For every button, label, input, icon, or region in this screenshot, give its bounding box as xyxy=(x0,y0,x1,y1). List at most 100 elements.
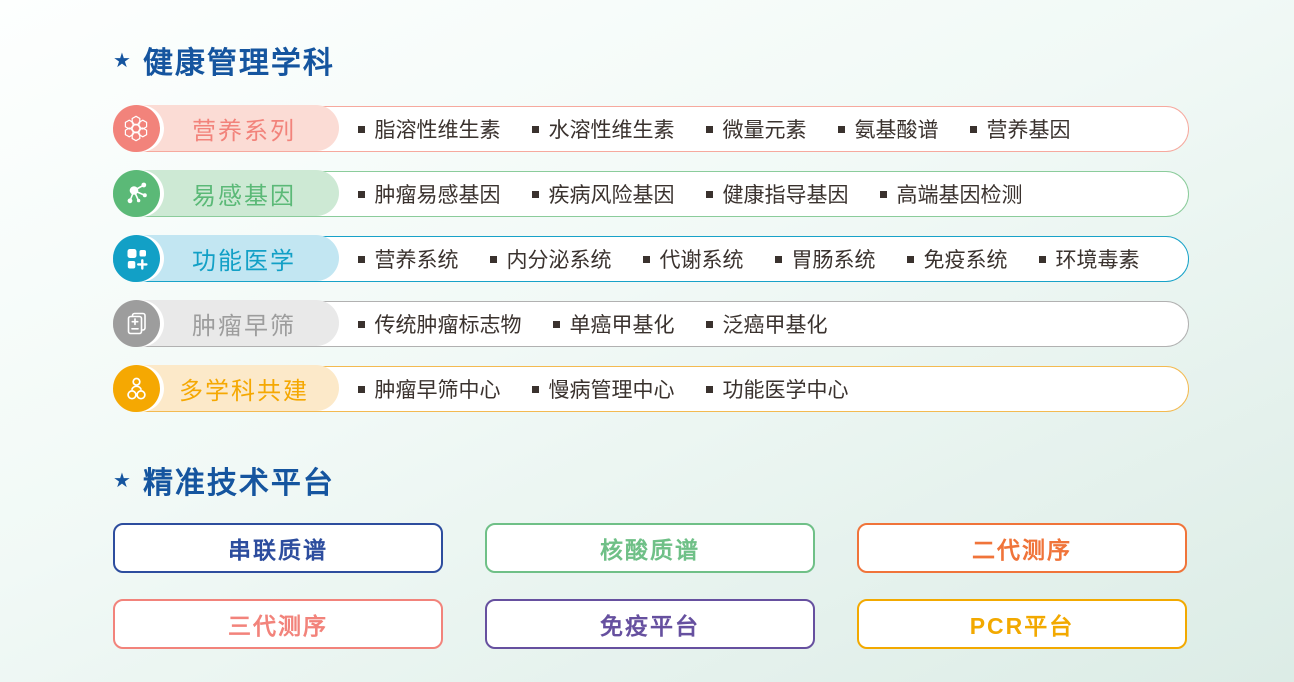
item-label: 肿瘤早筛中心 xyxy=(374,379,501,402)
item-label: 营养系统 xyxy=(374,249,459,272)
list-item: 胃肠系统 xyxy=(774,244,876,274)
honeycomb-icon xyxy=(112,104,160,152)
list-item: 健康指导基因 xyxy=(705,179,849,209)
item-label: 单癌甲基化 xyxy=(569,314,675,337)
list-item: 泛癌甲基化 xyxy=(705,309,828,339)
list-item: 传统肿瘤标志物 xyxy=(357,309,522,339)
bullet-square-icon xyxy=(837,125,845,133)
item-label: 疾病风险基因 xyxy=(548,184,675,207)
item-label: 营养基因 xyxy=(986,119,1071,142)
bullet-square-icon xyxy=(642,255,650,263)
bullet-square-icon xyxy=(531,385,539,393)
report-icon xyxy=(112,299,160,347)
bullet-square-icon xyxy=(357,190,365,198)
list-item: 代谢系统 xyxy=(642,244,744,274)
platform-button-nucleic-acid-ms[interactable]: 核酸质谱 xyxy=(485,523,815,573)
category-row-functional-medicine: 功能医学 营养系统 内分泌系统 代谢系统 胃肠系统 免疫系统 环境毒素 xyxy=(112,234,1189,282)
list-item: 微量元素 xyxy=(705,114,807,144)
item-label: 健康指导基因 xyxy=(722,184,849,207)
item-label: 肿瘤易感基因 xyxy=(374,184,501,207)
category-label-pill: 营养系列 xyxy=(112,104,339,152)
section-title-text: 精准技术平台 xyxy=(142,467,335,500)
list-item: 营养基因 xyxy=(969,114,1071,144)
platform-button-ngs[interactable]: 二代测序 xyxy=(857,523,1187,573)
bullet-square-icon xyxy=(906,255,914,263)
bullet-square-icon xyxy=(357,255,365,263)
bullet-square-icon xyxy=(1038,255,1046,263)
section-title-platforms: ★ 精准技术平台 xyxy=(113,462,1189,500)
bullet-square-icon xyxy=(705,190,713,198)
platform-buttons: 串联质谱 核酸质谱 二代测序 三代测序 免疫平台 PCR平台 xyxy=(113,523,1189,649)
list-item: 内分泌系统 xyxy=(489,244,612,274)
bullet-square-icon xyxy=(531,190,539,198)
list-item: 肿瘤易感基因 xyxy=(357,179,501,209)
section-title-disciplines: ★ 健康管理学科 xyxy=(113,42,1189,80)
item-label: 胃肠系统 xyxy=(791,249,876,272)
item-label: 传统肿瘤标志物 xyxy=(374,314,522,337)
page-title: 健康管理学科 xyxy=(142,47,335,80)
list-item: 功能医学中心 xyxy=(705,374,849,404)
list-item: 疾病风险基因 xyxy=(531,179,675,209)
category-items: 脂溶性维生素 水溶性维生素 微量元素 氨基酸谱 营养基因 xyxy=(357,114,1071,144)
grid-plus-icon xyxy=(112,234,160,282)
bullet-square-icon xyxy=(357,385,365,393)
item-label: 泛癌甲基化 xyxy=(722,314,828,337)
category-label: 功能医学 xyxy=(192,247,296,275)
category-label-pill: 肿瘤早筛 xyxy=(112,299,339,347)
list-item: 高端基因检测 xyxy=(879,179,1023,209)
category-row-nutrition: 营养系列 脂溶性维生素 水溶性维生素 微量元素 氨基酸谱 营养基因 xyxy=(112,104,1189,152)
bullet-square-icon xyxy=(705,320,713,328)
bullet-square-icon xyxy=(879,190,887,198)
item-label: 水溶性维生素 xyxy=(548,119,675,142)
bullet-square-icon xyxy=(489,255,497,263)
bullet-square-icon xyxy=(774,255,782,263)
bullet-square-icon xyxy=(357,320,365,328)
list-item: 慢病管理中心 xyxy=(531,374,675,404)
bullet-square-icon xyxy=(969,125,977,133)
bullet-square-icon xyxy=(357,125,365,133)
star-icon: ★ xyxy=(113,469,131,492)
category-label: 易感基因 xyxy=(192,182,296,210)
category-label: 肿瘤早筛 xyxy=(192,312,296,340)
item-label: 免疫系统 xyxy=(923,249,1008,272)
category-items: 传统肿瘤标志物 单癌甲基化 泛癌甲基化 xyxy=(357,309,828,339)
category-label: 营养系列 xyxy=(192,117,296,145)
category-label-pill: 功能医学 xyxy=(112,234,339,282)
platform-button-immune[interactable]: 免疫平台 xyxy=(485,599,815,649)
item-label: 脂溶性维生素 xyxy=(374,119,501,142)
category-row-genes: 易感基因 肿瘤易感基因 疾病风险基因 健康指导基因 高端基因检测 xyxy=(112,169,1189,217)
item-label: 氨基酸谱 xyxy=(854,119,939,142)
item-label: 内分泌系统 xyxy=(506,249,612,272)
discipline-rows: 营养系列 脂溶性维生素 水溶性维生素 微量元素 氨基酸谱 营养基因 xyxy=(112,104,1189,412)
bullet-square-icon xyxy=(705,385,713,393)
item-label: 慢病管理中心 xyxy=(548,379,675,402)
item-label: 功能医学中心 xyxy=(722,379,849,402)
item-label: 代谢系统 xyxy=(659,249,744,272)
list-item: 脂溶性维生素 xyxy=(357,114,501,144)
list-item: 水溶性维生素 xyxy=(531,114,675,144)
molecule-icon xyxy=(112,169,160,217)
platform-button-pcr[interactable]: PCR平台 xyxy=(857,599,1187,649)
bullet-square-icon xyxy=(705,125,713,133)
list-item: 氨基酸谱 xyxy=(837,114,939,144)
list-item: 免疫系统 xyxy=(906,244,1008,274)
category-label: 多学科共建 xyxy=(179,377,309,405)
list-item: 单癌甲基化 xyxy=(552,309,675,339)
category-label-pill: 多学科共建 xyxy=(112,364,339,412)
item-label: 微量元素 xyxy=(722,119,807,142)
bullet-square-icon xyxy=(531,125,539,133)
star-icon: ★ xyxy=(113,49,131,72)
people-icon xyxy=(112,364,160,412)
category-label-pill: 易感基因 xyxy=(112,169,339,217)
list-item: 营养系统 xyxy=(357,244,459,274)
category-row-multidisciplinary: 多学科共建 肿瘤早筛中心 慢病管理中心 功能医学中心 xyxy=(112,364,1189,412)
list-item: 肿瘤早筛中心 xyxy=(357,374,501,404)
platform-button-tandem-ms[interactable]: 串联质谱 xyxy=(113,523,443,573)
platform-button-third-gen-seq[interactable]: 三代测序 xyxy=(113,599,443,649)
category-items: 肿瘤早筛中心 慢病管理中心 功能医学中心 xyxy=(357,374,849,404)
list-item: 环境毒素 xyxy=(1038,244,1140,274)
category-row-cancer-screening: 肿瘤早筛 传统肿瘤标志物 单癌甲基化 泛癌甲基化 xyxy=(112,299,1189,347)
item-label: 环境毒素 xyxy=(1055,249,1140,272)
category-items: 肿瘤易感基因 疾病风险基因 健康指导基因 高端基因检测 xyxy=(357,179,1023,209)
